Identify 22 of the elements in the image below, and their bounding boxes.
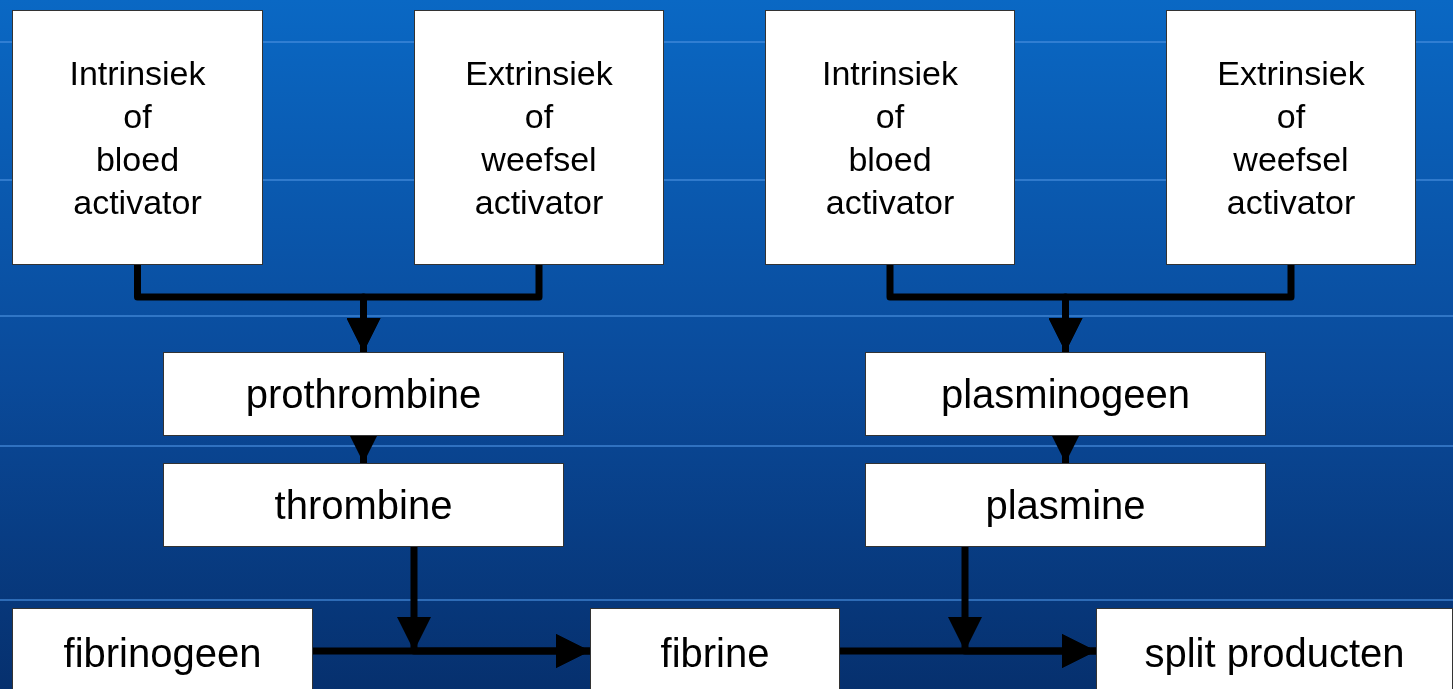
node-label: fibrine bbox=[660, 631, 770, 675]
process-box bbox=[163, 463, 564, 547]
node-label: split producten bbox=[1144, 631, 1405, 675]
node-label: Extrinsiek of weefsel activator bbox=[465, 52, 613, 223]
node-label: Intrinsiek of bloed activator bbox=[821, 52, 959, 223]
process-box bbox=[765, 10, 1015, 265]
node-label: Extrinsiek of weefsel activator bbox=[1217, 52, 1365, 223]
process-box bbox=[163, 352, 564, 436]
process-box bbox=[865, 352, 1266, 436]
process-box bbox=[865, 463, 1266, 547]
node-label: thrombine bbox=[274, 483, 453, 527]
node-label: Intrinsiek of bloed activator bbox=[69, 52, 206, 223]
node-label: plasminogeen bbox=[940, 372, 1191, 416]
process-box bbox=[590, 608, 840, 689]
node-label: plasmine bbox=[985, 483, 1146, 527]
process-box bbox=[1096, 608, 1453, 689]
process-box bbox=[12, 608, 313, 689]
node-label: prothrombine bbox=[245, 372, 482, 416]
process-box bbox=[414, 10, 664, 265]
process-box bbox=[1166, 10, 1416, 265]
process-box bbox=[12, 10, 263, 265]
node-label: fibrinogeen bbox=[63, 631, 262, 675]
